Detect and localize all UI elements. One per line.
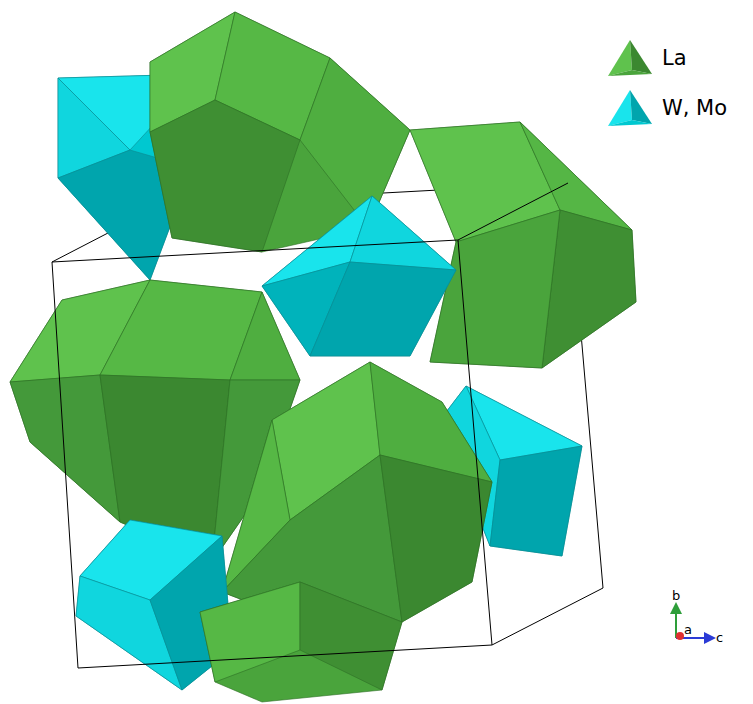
la-polyhedron: [222, 362, 492, 622]
legend-text: La: [662, 46, 687, 70]
wmo-polyhedron: [76, 520, 232, 690]
legend-text: W, Mo: [662, 96, 727, 120]
la-polyhedron: [200, 582, 402, 702]
wmo-polyhedron: [262, 196, 456, 356]
legend-tetrahedron: [608, 90, 652, 126]
legend-tetrahedron: [608, 40, 652, 76]
unit-cell-front: [52, 183, 603, 668]
axis-label: b: [672, 588, 680, 603]
axis-label: c: [716, 630, 723, 645]
axis-label: a: [684, 622, 692, 637]
axis-triad: [676, 608, 710, 640]
la-polyhedron: [410, 122, 636, 368]
